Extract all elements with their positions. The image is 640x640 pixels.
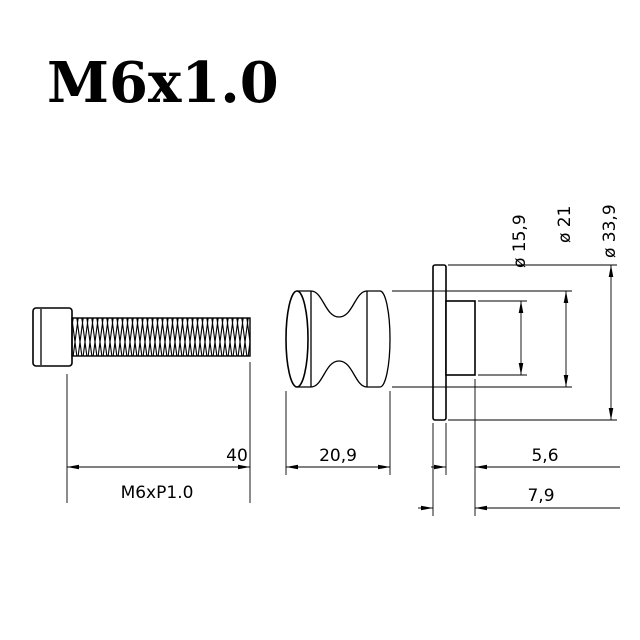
knob-outline xyxy=(297,290,391,388)
bolt-length-label: 40 xyxy=(226,446,248,466)
knob-length-label: 20,9 xyxy=(319,446,357,466)
total-depth-label: 7,9 xyxy=(527,486,554,506)
knob-left-face xyxy=(285,290,309,388)
boss-length-dimension: 5,6 xyxy=(431,379,620,516)
bolt-threaded-shank xyxy=(71,317,251,357)
bolt-view xyxy=(32,307,251,367)
dia-boss-label: ø 15,9 xyxy=(510,214,530,268)
flange-boss xyxy=(445,300,476,376)
total-depth-dimension: 7,9 xyxy=(418,423,620,516)
bolt-length-dimension: 40 M6xP1.0 xyxy=(66,362,251,503)
boss-length-label: 5,6 xyxy=(531,446,558,466)
knob-length-dimension: 20,9 xyxy=(285,391,391,475)
knob-view xyxy=(285,290,391,388)
flange-view xyxy=(432,264,476,421)
bolt-thread-spec-label: M6xP1.0 xyxy=(121,483,194,503)
drawing-title: M6x1.0 xyxy=(47,50,279,116)
dia-knob-label: ø 21 xyxy=(555,206,575,243)
dia-flange-label: ø 33,9 xyxy=(600,204,620,258)
diameter-dimensions: ø 15,9 ø 21 ø 33,9 xyxy=(392,204,620,421)
bolt-head xyxy=(32,307,73,367)
flange-plate xyxy=(432,264,447,421)
